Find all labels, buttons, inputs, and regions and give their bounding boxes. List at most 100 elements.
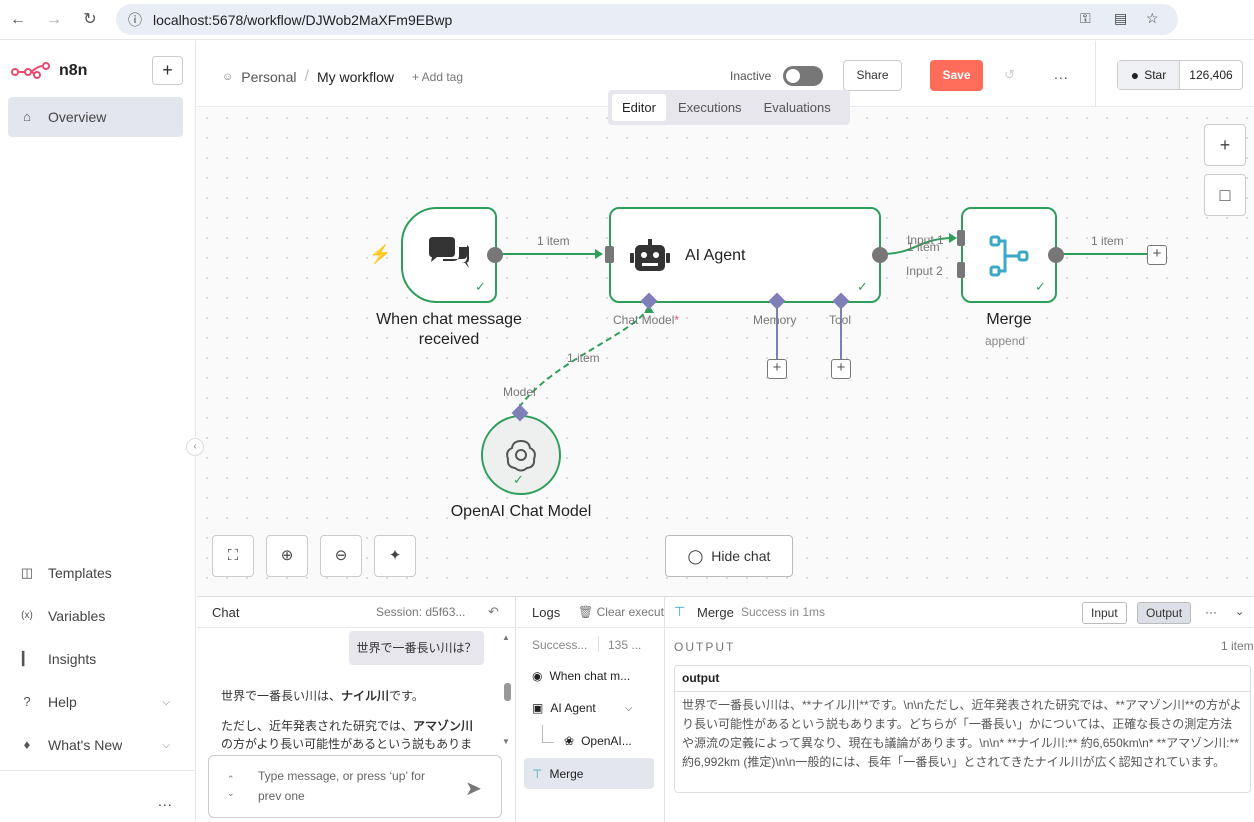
back-icon[interactable]: ← <box>10 11 26 28</box>
chevron-down-icon: ⌵ <box>162 739 170 751</box>
zoom-in-icon[interactable]: ⊕ <box>266 535 308 577</box>
github-star[interactable]: ● Star <box>1118 61 1180 89</box>
logo[interactable]: n8n <box>11 61 87 81</box>
node-title: AI Agent <box>685 247 746 264</box>
active-status-label: Inactive <box>730 69 772 83</box>
log-item-merge[interactable]: ⊤ Merge <box>524 758 654 789</box>
sidebar: n8n + ⌂ Overview ◫ Templates (x) Variabl… <box>0 41 196 821</box>
forward-icon[interactable]: → <box>46 11 62 28</box>
breadcrumb-separator: / <box>304 68 309 85</box>
log-item-chat-trigger[interactable]: ◉ When chat m... <box>532 669 630 683</box>
log-item-label: OpenAI... <box>581 734 632 748</box>
chevron-down-icon[interactable]: ⌵ <box>624 702 633 714</box>
bookmark-star-icon[interactable]: ☆ <box>1146 10 1159 26</box>
active-toggle[interactable] <box>783 66 823 86</box>
hide-chat-button[interactable]: ◯ Hide chat <box>665 535 793 577</box>
sticky-note-icon[interactable]: □ <box>1204 174 1246 216</box>
user-icon: ☺ <box>222 71 234 83</box>
openai-icon <box>506 439 536 472</box>
scroll-down-icon[interactable]: ▼ <box>502 737 510 746</box>
output-handle[interactable] <box>872 247 888 263</box>
sidebar-item-label: What's New <box>48 737 123 753</box>
breadcrumb-personal[interactable]: Personal <box>241 69 297 85</box>
merge-icon <box>989 235 1029 277</box>
key-icon[interactable]: ⚿ <box>1080 10 1091 26</box>
edge-label: 1 item <box>537 234 570 248</box>
connection-agent-merge <box>880 237 956 255</box>
sidebar-item-help[interactable]: ? Help ⌵ <box>20 694 170 710</box>
send-icon[interactable]: ➤ <box>465 778 482 800</box>
history-arrows-icon[interactable]: ⌃⌄ <box>227 774 235 798</box>
add-tool-button[interactable]: + <box>831 359 851 379</box>
chat-scrollbar[interactable] <box>504 683 511 701</box>
tab-executions[interactable]: Executions <box>677 100 742 115</box>
node-ai-agent[interactable]: AI Agent ✓ <box>609 207 881 303</box>
tab-evaluations[interactable]: Evaluations <box>763 100 831 115</box>
browser-toolbar: ← → ↻ ⓘ localhost:5678/workflow/DJWob2Ma… <box>0 0 1254 40</box>
log-item-label: AI Agent <box>550 701 596 715</box>
add-node-button[interactable]: + <box>1147 245 1167 265</box>
sidebar-item-whats-new[interactable]: ♦ What's New ⌵ <box>20 737 170 753</box>
node-merge[interactable]: ✓ <box>961 207 1057 303</box>
home-icon: ⌂ <box>23 109 31 124</box>
output-field-value[interactable]: 世界で一番長い川は、**ナイル川**です。\n\nただし、近年発表された研究では… <box>682 698 1242 769</box>
sidebar-item-insights[interactable]: ▎ Insights <box>20 651 170 667</box>
add-tag-button[interactable]: + Add tag <box>411 70 464 84</box>
add-memory-button[interactable]: + <box>767 359 787 379</box>
node-openai-chat-model[interactable]: ✓ <box>481 415 561 495</box>
chevron-down-icon[interactable]: ⌄ <box>1235 606 1245 618</box>
tidy-up-icon[interactable]: ✦ <box>374 535 416 577</box>
output-handle[interactable] <box>1048 247 1064 263</box>
chat-input[interactable]: ⌃⌄ Type message, or press ‘up’ for prev … <box>208 755 502 818</box>
panel-divider <box>517 627 665 628</box>
reload-icon[interactable]: ↻ <box>83 11 97 28</box>
tab-editor[interactable]: Editor <box>612 94 666 121</box>
url-text: localhost:5678/workflow/DJWob2MaXFm9EBwp <box>153 12 453 28</box>
translate-icon[interactable]: ▤ <box>1114 10 1128 26</box>
workflow-menu-button[interactable]: ... <box>1054 66 1069 82</box>
workflow-canvas[interactable]: ⚡ ✓ When chat message received AI Agent … <box>197 108 1254 596</box>
zoom-out-icon[interactable]: ⊖ <box>320 535 362 577</box>
scroll-up-icon[interactable]: ▲ <box>502 633 510 642</box>
log-item-label: When chat m... <box>549 669 631 683</box>
clear-execution-button[interactable]: 🗑 Clear execut <box>578 605 664 619</box>
success-check-icon: ✓ <box>513 472 524 487</box>
sidebar-item-templates[interactable]: ◫ Templates <box>20 565 170 581</box>
address-bar[interactable]: ⓘ localhost:5678/workflow/DJWob2MaXFm9EB… <box>116 4 1178 35</box>
workflow-name[interactable]: My workflow <box>316 69 394 85</box>
chat-panel: Chat Session: d5f63... ↶ 世界で一番長い川は？ 世界で一… <box>197 597 516 822</box>
reset-session-icon[interactable]: ↶ <box>488 604 499 619</box>
bot-bold-text: ナイル川 <box>341 689 390 703</box>
merge-input-2-handle[interactable] <box>957 262 965 278</box>
bell-icon: ♦ <box>23 737 31 752</box>
log-item-openai[interactable]: ❀ OpenAI... <box>564 734 632 748</box>
sidebar-more-button[interactable]: ... <box>158 793 173 809</box>
bot-text: です。 <box>389 689 424 703</box>
trigger-bolt-icon: ⚡ <box>369 244 392 264</box>
sidebar-item-variables[interactable]: (x) Variables <box>20 608 170 624</box>
log-item-ai-agent[interactable]: ▣ AI Agent ⌵ <box>532 701 632 715</box>
sidebar-item-overview[interactable]: ⌂ Overview <box>8 97 183 137</box>
history-icon[interactable]: ↺ <box>1004 67 1015 82</box>
site-info-icon[interactable]: ⓘ <box>128 12 142 28</box>
panel-more-button[interactable]: ··· <box>1205 605 1217 619</box>
merge-input-1-handle[interactable] <box>957 230 965 246</box>
output-view-button[interactable]: Output <box>1137 602 1192 624</box>
memory-label: Memory <box>753 313 797 327</box>
bot-text: の方がより長い可能性があるという説もありま <box>221 737 473 751</box>
github-icon: ● <box>1130 67 1140 83</box>
add-button[interactable]: + <box>152 56 183 85</box>
input-view-button[interactable]: Input <box>1082 602 1127 624</box>
save-button[interactable]: Save <box>930 60 983 91</box>
input-handle[interactable] <box>605 246 614 263</box>
sidebar-divider <box>0 770 196 771</box>
add-node-panel-button[interactable]: + <box>1204 124 1246 166</box>
robot-icon: ▣ <box>532 701 544 715</box>
output-handle[interactable] <box>487 247 503 263</box>
share-button[interactable]: Share <box>843 60 902 91</box>
github-star-button[interactable]: ● Star 126,406 <box>1117 60 1243 90</box>
node-chat-trigger[interactable]: ✓ <box>401 207 497 303</box>
fit-view-icon[interactable]: ⛶ <box>212 535 254 577</box>
collapse-sidebar-button[interactable]: ‹ <box>186 438 204 456</box>
github-star-count: 126,406 <box>1189 68 1233 82</box>
